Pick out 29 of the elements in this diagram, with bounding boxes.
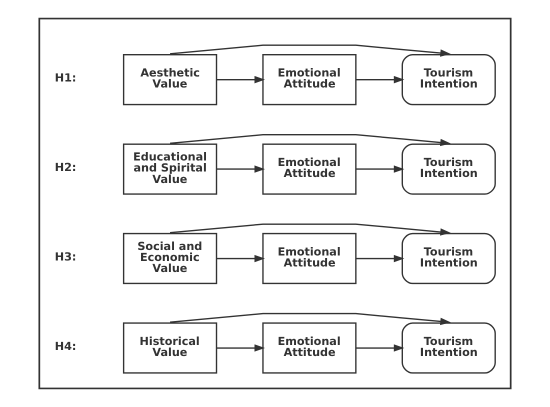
node-box: Historical Value: [122, 322, 218, 374]
arrow: [170, 134, 451, 146]
label: H1:: [54, 72, 76, 85]
arrow: [170, 44, 451, 57]
node-box: Emotional Attitude: [262, 322, 357, 374]
label: H4:: [54, 340, 76, 354]
node-box: Emotional Attitude: [262, 232, 357, 284]
node-box: Tourism Intention: [402, 322, 496, 374]
arrow: [170, 223, 451, 236]
arrow: [356, 165, 404, 173]
node-box: Tourism Intention: [402, 54, 496, 106]
node-box: Emotional Attitude: [262, 143, 357, 195]
node-box: Social and Economic Value: [122, 232, 218, 284]
arrow: [216, 165, 265, 173]
label: H3:: [54, 250, 76, 264]
arrow: [216, 344, 265, 352]
arrow: [216, 76, 265, 84]
arrow: [216, 254, 265, 262]
arrow: [170, 312, 451, 326]
label: H2:: [54, 161, 76, 174]
arrow: [356, 76, 404, 84]
arrow: [356, 344, 404, 352]
cluster: [38, 18, 512, 390]
node-box: Aesthetic Value: [122, 54, 218, 106]
node-box: Educational and Spirital Value: [122, 143, 218, 195]
node-box: Emotional Attitude: [262, 54, 357, 106]
arrow: [356, 254, 404, 262]
node-box: Tourism Intention: [402, 143, 496, 195]
node-box: Tourism Intention: [402, 232, 496, 284]
